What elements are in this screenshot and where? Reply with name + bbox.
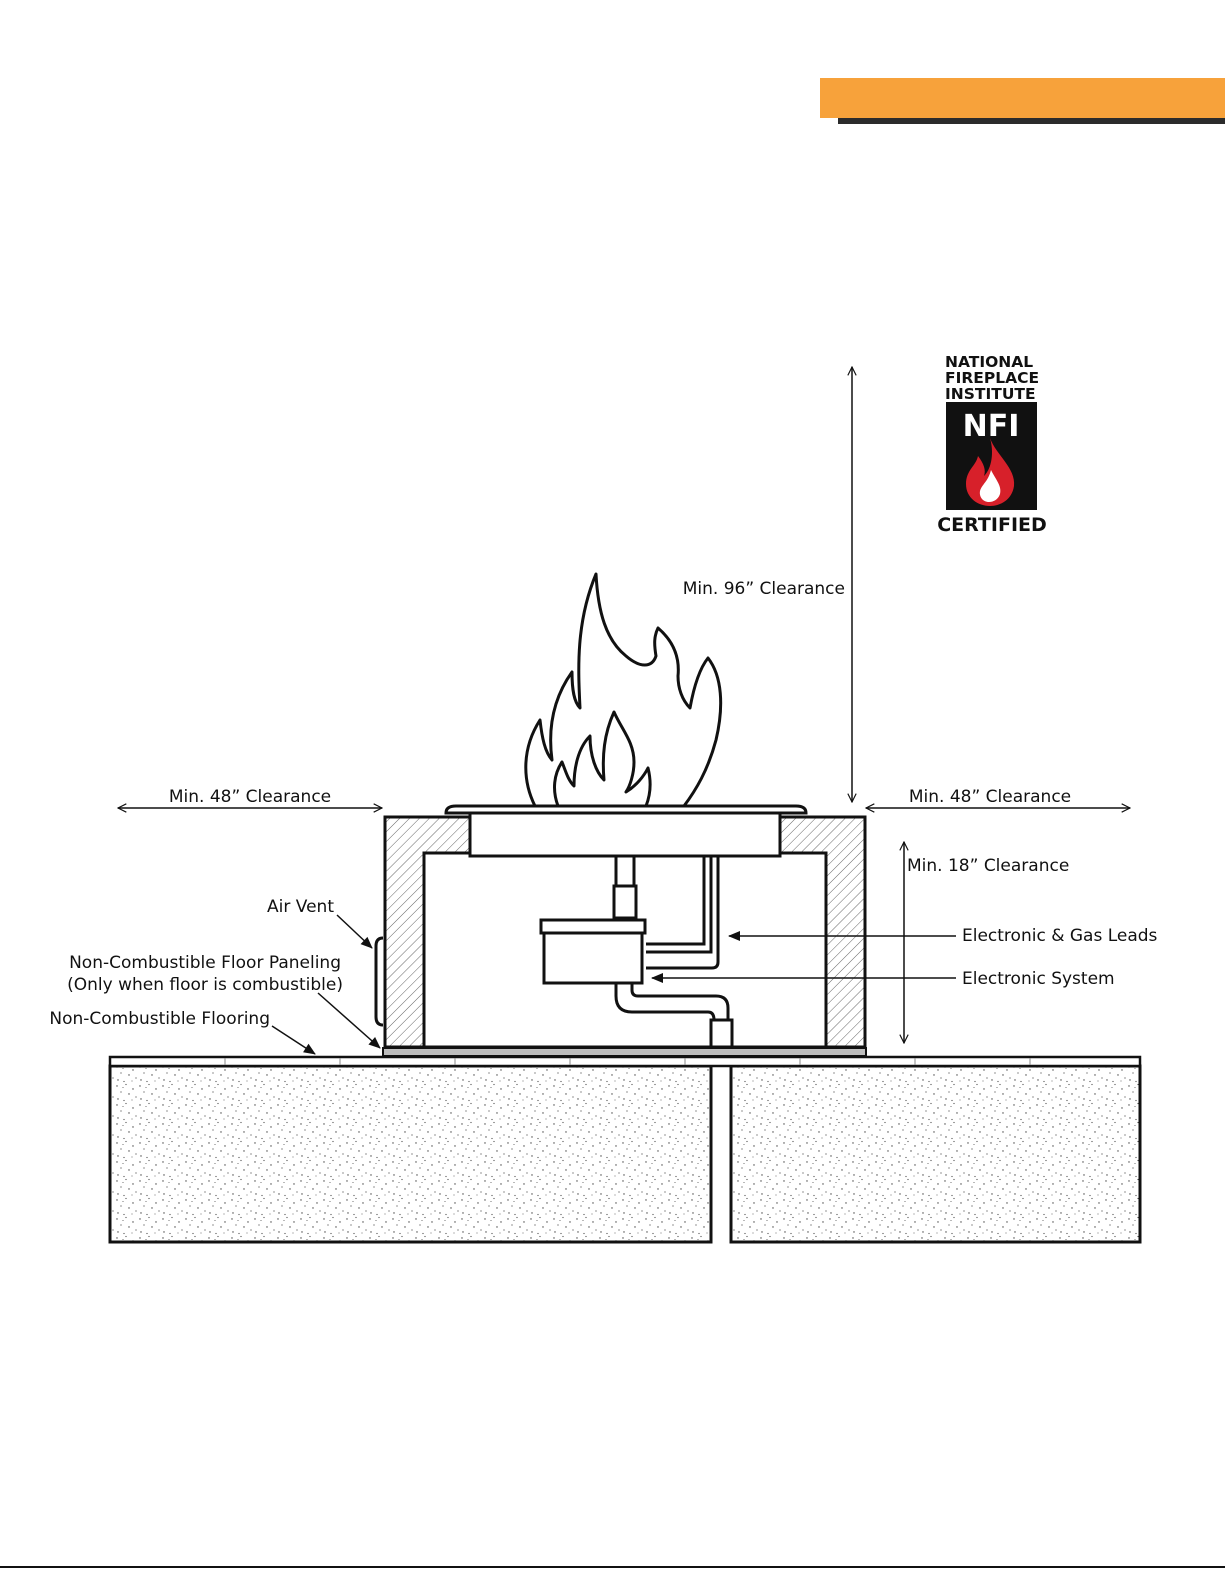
label-floor-paneling-note: (Only when floor is combustible) [67, 975, 343, 995]
label-clearance-side: Min. 18” Clearance [907, 856, 1069, 876]
label-floor-paneling: Non-Combustible Floor Paneling [69, 953, 341, 973]
nfi-certified-logo: NATIONAL FIREPLACE INSTITUTE NFI CERTIFI… [937, 353, 1047, 536]
label-air-vent: Air Vent [267, 897, 334, 917]
logo-line-institute: INSTITUTE [945, 385, 1036, 403]
burner-pan [446, 806, 806, 856]
label-clearance-left: Min. 48” Clearance [169, 787, 331, 807]
enclosure-wall-left [385, 817, 470, 1047]
flame-illustration [526, 574, 721, 806]
label-flooring: Non-Combustible Flooring [49, 1009, 270, 1029]
non-combustible-flooring [110, 1057, 1140, 1066]
ground-slab [110, 1066, 1140, 1242]
ground-slab-right [731, 1066, 1140, 1242]
air-vent [376, 938, 383, 1025]
enclosure-wall-right [780, 817, 865, 1047]
floor-paneling [383, 1048, 866, 1056]
header-accent-bar [820, 78, 1225, 124]
label-clearance-top: Min. 96” Clearance [683, 579, 845, 599]
ground-slab-left [110, 1066, 711, 1242]
gas-pipe [616, 983, 732, 1047]
label-clearance-right: Min. 48” Clearance [909, 787, 1071, 807]
label-electronic-system: Electronic System [962, 969, 1115, 989]
electronic-system-box [541, 920, 645, 983]
label-gas-leads: Electronic & Gas Leads [962, 926, 1158, 946]
logo-mark: NFI [963, 409, 1020, 444]
logo-certified: CERTIFIED [937, 514, 1047, 536]
